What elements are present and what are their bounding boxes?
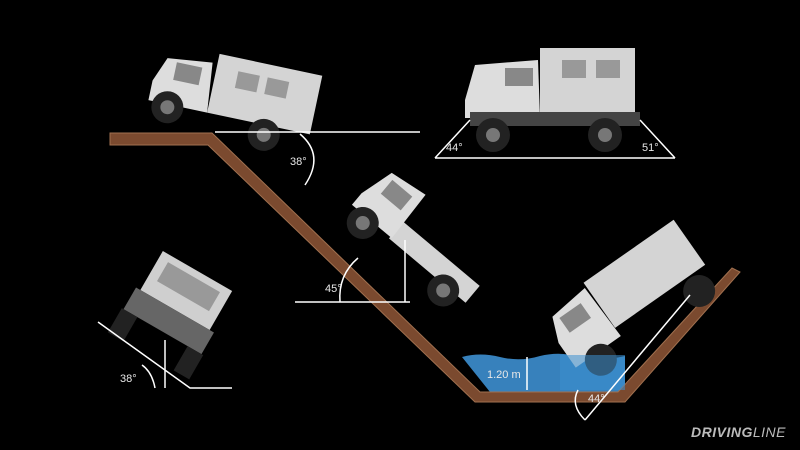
drivingline-logo: DRIVINGLINE [691,424,786,440]
truck-side-view [465,48,640,152]
truck-on-slope [346,172,480,307]
truck-front-tilted [107,251,233,380]
slope-angle-arc [339,257,359,303]
approach-departure-lines [434,119,676,159]
angle-label-slope: 45° [325,283,342,295]
water-depth-label: 1.20 m [487,369,521,381]
angle-label-departure: 51° [642,142,659,154]
exit-angle-line [584,294,691,421]
angle-label-ledge: 38° [290,156,307,168]
angle-label-approach: 44° [446,142,463,154]
exit-angle-arc [574,389,586,421]
side-tilt-lines [97,321,232,389]
terrain [109,132,741,403]
side-tilt-arc [141,364,156,389]
angle-label-side-tilt: 38° [120,373,137,385]
truck-tilted-ledge [148,53,323,151]
angle-label-exit: 44° [588,393,605,405]
truck-in-water [552,219,716,376]
angle-arc [299,133,315,186]
